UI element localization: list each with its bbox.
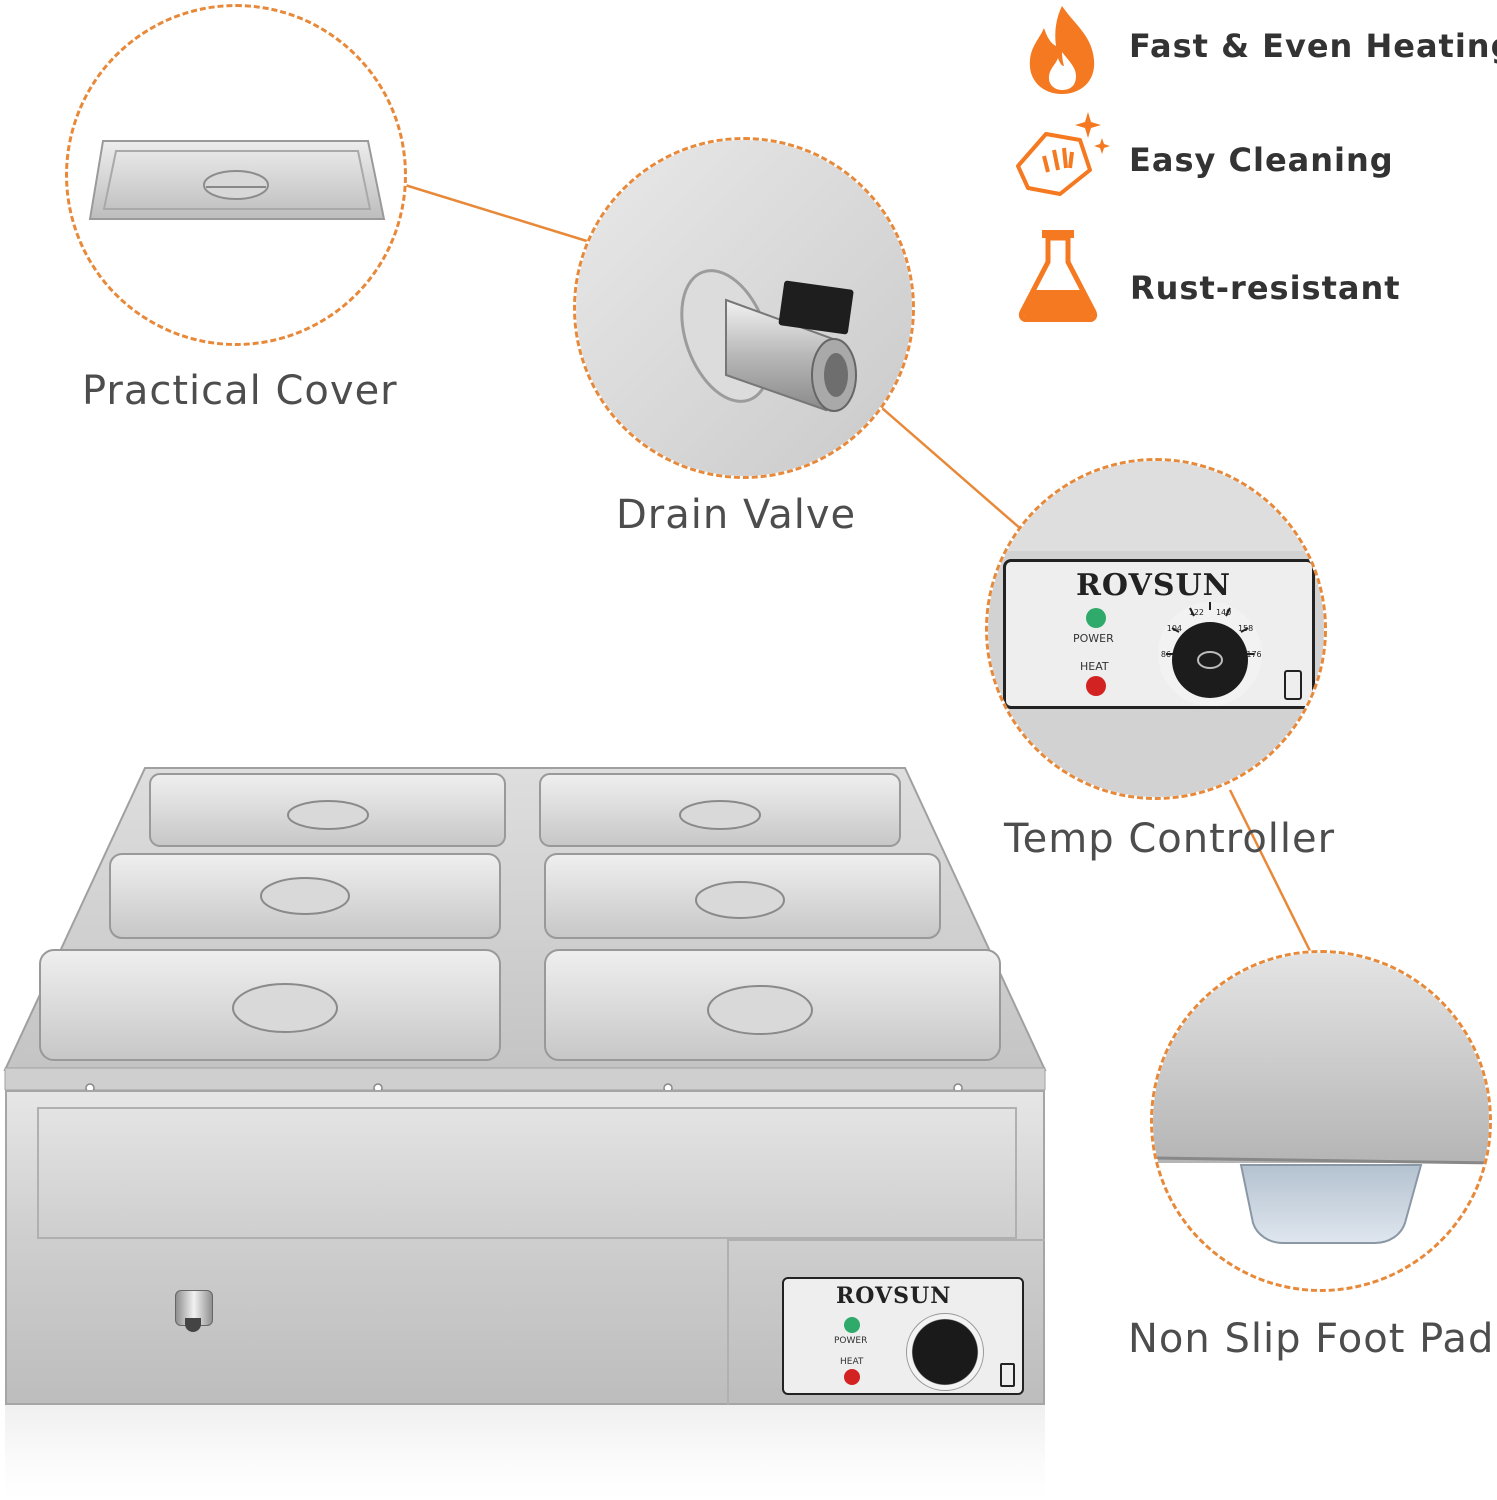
power-label: POWER <box>1073 632 1114 645</box>
callout-practical-cover: Practical Cover <box>82 368 398 414</box>
front-brand-logo: ROVSUN <box>836 1283 952 1309</box>
flask-icon <box>1018 230 1098 322</box>
feature-label-heating: Fast & Even Heating <box>1129 27 1497 65</box>
feature-list: Fast & Even Heating Easy Cleaning Rust-r… <box>1010 0 1497 340</box>
power-indicator <box>1086 608 1106 628</box>
practical-cover-circle <box>65 4 407 346</box>
drain-valve-illustration <box>576 140 912 476</box>
connector-temp-foot <box>1228 789 1314 956</box>
front-control-panel: ROVSUN POWER HEAT <box>782 1277 1024 1395</box>
front-power-indicator <box>844 1317 860 1333</box>
dial-tick-label: 104 <box>1167 624 1182 633</box>
front-heat-label: HEAT <box>840 1357 864 1367</box>
front-heat-indicator <box>844 1369 860 1385</box>
temperature-dial[interactable]: 86 104 122 140 158 176 <box>1152 594 1270 706</box>
heat-indicator <box>1086 676 1106 696</box>
control-box-recess <box>727 1239 1045 1405</box>
feature-label-cleaning: Easy Cleaning <box>1129 141 1394 179</box>
callout-temp-controller: Temp Controller <box>1004 816 1336 862</box>
dial-tick-label: 176 <box>1246 650 1261 659</box>
front-thermometer-icon <box>1000 1363 1015 1387</box>
cover-lid-illustration <box>88 140 386 220</box>
dial-tick-label: 158 <box>1238 624 1253 633</box>
dial-tick-label: 86 <box>1161 650 1171 659</box>
foot-pad-circle <box>1150 950 1492 1292</box>
flame-icon <box>1029 6 1095 94</box>
control-panel-zoom: ROVSUN POWER HEAT 86 104 122 140 158 176 <box>1003 559 1315 709</box>
callout-non-slip-foot-pad: Non Slip Foot Pad <box>1128 1316 1495 1362</box>
cleaning-hand-icon <box>1016 112 1110 196</box>
dial-tick-label: 122 <box>1189 608 1204 617</box>
connector-cover-drain <box>404 183 591 244</box>
dial-tick-label: 140 <box>1216 608 1231 617</box>
feature-label-rust: Rust-resistant <box>1130 269 1401 307</box>
heat-label: HEAT <box>1080 660 1109 673</box>
warmer-top-with-pans <box>3 767 1047 1090</box>
warmer-front-body: ROVSUN POWER HEAT <box>5 1090 1045 1405</box>
drain-valve-spout <box>185 1318 201 1332</box>
thermometer-icon <box>1284 670 1302 700</box>
callout-drain-valve: Drain Valve <box>616 492 857 538</box>
food-warmer-product: ROVSUN POWER HEAT <box>0 760 1050 1500</box>
front-temperature-dial[interactable] <box>906 1313 984 1391</box>
brand-logo: ROVSUN <box>1076 568 1232 603</box>
temp-controller-circle: ROVSUN POWER HEAT 86 104 122 140 158 176 <box>985 458 1327 800</box>
foot-pad-illustration <box>1153 953 1489 1244</box>
front-inner-panel <box>37 1107 1017 1239</box>
table-reflection <box>5 1405 1045 1500</box>
front-power-label: POWER <box>834 1336 868 1346</box>
drain-valve-circle <box>573 137 915 479</box>
